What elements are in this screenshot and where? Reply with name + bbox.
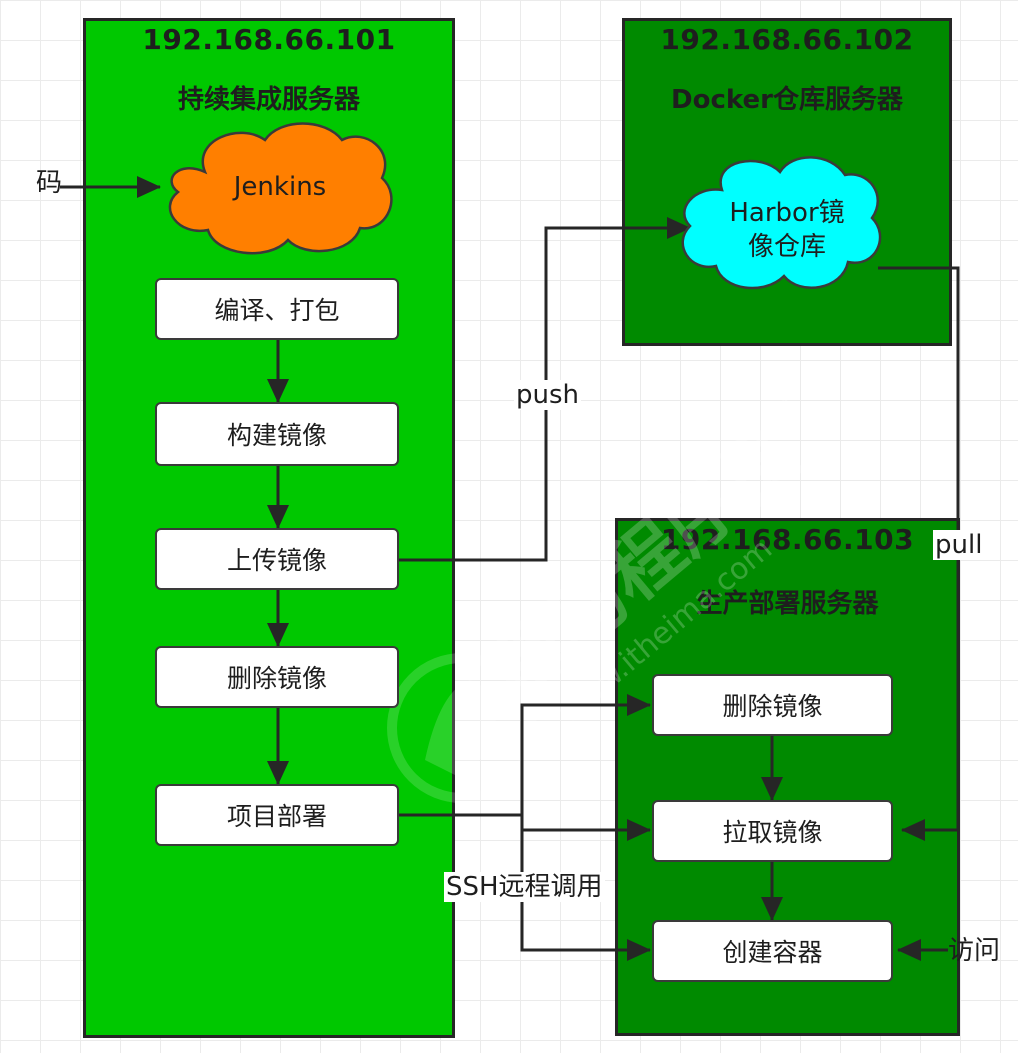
step-deploy: 项目部署 (155, 784, 399, 846)
harbor-label-line1: Harbor镜 (729, 198, 845, 228)
label-pull: pull (933, 530, 985, 560)
harbor-label: Harbor镜 像仓库 (712, 196, 862, 264)
step-delete-image: 删除镜像 (155, 646, 399, 708)
prod-step-pull-image: 拉取镜像 (652, 800, 893, 862)
label-ssh: SSH远程调用 (444, 872, 605, 902)
ci-server-ip: 192.168.66.101 (142, 23, 396, 56)
step-upload-image: 上传镜像 (155, 528, 399, 590)
harbor-cloud-icon (681, 156, 882, 290)
label-push: push (514, 380, 582, 410)
arrow-ssh-to-create (520, 830, 651, 961)
step-compile: 编译、打包 (155, 278, 399, 340)
docker-server-title: Docker仓库服务器 (671, 85, 903, 115)
label-visit: 访问 (948, 936, 1001, 966)
jenkins-cloud-icon (168, 122, 393, 255)
harbor-label-line2: 像仓库 (747, 232, 826, 262)
jenkins-label: Jenkins (233, 172, 327, 202)
prod-step-create-container: 创建容器 (652, 920, 893, 982)
docker-server-ip: 192.168.66.102 (660, 23, 914, 56)
label-source: 码 (36, 168, 63, 198)
ci-server-title: 持续集成服务器 (177, 85, 360, 115)
prod-server-ip: 192.168.66.103 (660, 523, 915, 556)
step-build-image: 构建镜像 (155, 402, 399, 466)
arrow-ssh-to-delete (398, 694, 651, 817)
prod-step-delete-image: 删除镜像 (652, 674, 893, 736)
prod-server-title: 生产部署服务器 (696, 589, 879, 619)
arrow-ssh-to-pull (520, 815, 651, 841)
